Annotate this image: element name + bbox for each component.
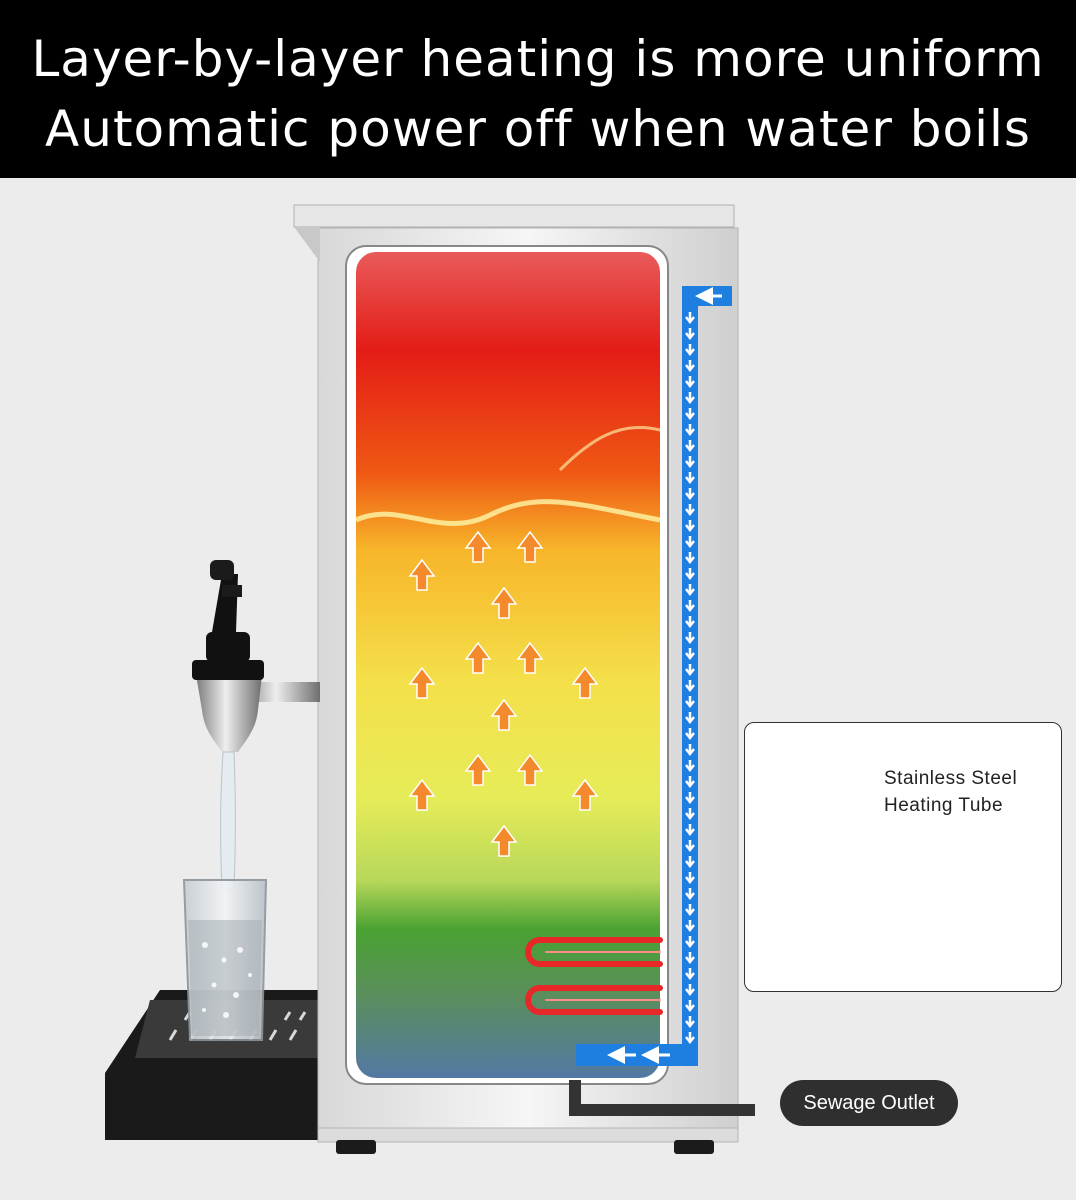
sewage-outlet-label: Sewage Outlet (780, 1080, 958, 1126)
tap-faucet (192, 560, 320, 752)
flow-arrow-icon (685, 808, 695, 821)
flow-arrow-icon (685, 776, 695, 789)
headline-banner: Layer-by-layer heating is more uniform A… (0, 0, 1076, 178)
flow-arrow-icon (685, 568, 695, 581)
heat-arrow-icon (516, 530, 544, 563)
flow-arrow-icon (685, 424, 695, 437)
flow-arrow-icon (685, 936, 695, 949)
flow-arrow-icon (685, 920, 695, 933)
flow-arrow-icon (685, 968, 695, 981)
flow-arrow-icon (685, 760, 695, 773)
heating-tube-label-line-1: Stainless Steel (884, 768, 1018, 789)
heat-arrow-icon (464, 641, 492, 674)
flow-arrow-icon (685, 952, 695, 965)
flow-arrow-icon (685, 680, 695, 693)
heat-arrow-icon (464, 530, 492, 563)
heating-element (525, 937, 663, 1015)
heat-arrow-icon (490, 698, 518, 731)
flow-arrow-icon (685, 824, 695, 837)
sewage-pipe (569, 1080, 755, 1116)
flow-arrow-icon (685, 472, 695, 485)
headline-line-1: Layer-by-layer heating is more uniform (31, 30, 1045, 88)
flow-arrow-icon (685, 984, 695, 997)
flow-arrow-icon (685, 856, 695, 869)
flow-arrow-icon (685, 664, 695, 677)
flow-arrow-icon (685, 440, 695, 453)
flow-arrow-icon (685, 648, 695, 661)
heat-arrow-icon (464, 753, 492, 786)
heat-arrow-icon (408, 558, 436, 591)
flow-arrow-icon (685, 744, 695, 757)
heating-tube-callout (744, 722, 1062, 992)
water-tank (345, 245, 669, 1085)
flow-arrow-icon (685, 600, 695, 613)
flow-arrow-icon (685, 616, 695, 629)
flow-arrow-icon (685, 312, 695, 325)
flow-arrow-icon (685, 504, 695, 517)
heating-tube-label-line-2: Heating Tube (884, 795, 1004, 816)
heat-arrow-icon (490, 586, 518, 619)
headline-line-2: Automatic power off when water boils (45, 100, 1031, 158)
flow-arrow-icon (685, 840, 695, 853)
heat-arrow-icon (516, 641, 544, 674)
flow-arrow-icon (685, 376, 695, 389)
flow-arrow-icon (685, 632, 695, 645)
water-stream (220, 751, 236, 891)
flow-arrow-icon (685, 488, 695, 501)
water-flow-path (576, 286, 732, 1066)
flow-arrow-icon (685, 872, 695, 885)
flow-arrow-icon (685, 1032, 695, 1045)
flow-arrow-icon (685, 344, 695, 357)
flow-arrow-icon (685, 888, 695, 901)
heat-arrow-icon (408, 778, 436, 811)
heating-tube-label: Stainless Steel Heating Tube (884, 765, 1017, 819)
flow-arrow-icon (685, 696, 695, 709)
drip-tray (105, 990, 322, 1140)
flow-arrow-icon (685, 536, 695, 549)
flow-arrow-icon (685, 328, 695, 341)
flow-arrow-icon (685, 520, 695, 533)
flow-arrow-icon (685, 584, 695, 597)
heat-arrows (408, 530, 599, 857)
flow-arrow-icon (685, 360, 695, 373)
flow-arrow-icon (685, 456, 695, 469)
glass-cup (182, 879, 268, 1041)
water-heater-diagram (105, 204, 1044, 1154)
flow-arrow-icon (685, 792, 695, 805)
heat-arrow-icon (516, 753, 544, 786)
flow-arrow-icon (685, 904, 695, 917)
heat-arrow-icon (571, 778, 599, 811)
flow-arrow-icon (685, 1016, 695, 1029)
flow-arrow-icon (685, 1000, 695, 1013)
flow-arrow-icon (685, 408, 695, 421)
heat-arrow-icon (490, 824, 518, 857)
flow-arrow-icon (685, 728, 695, 741)
flow-arrow-icon (685, 552, 695, 565)
flow-arrow-icon (685, 712, 695, 725)
flow-arrow-icon (685, 392, 695, 405)
heat-arrow-icon (571, 666, 599, 699)
heat-arrow-icon (408, 666, 436, 699)
